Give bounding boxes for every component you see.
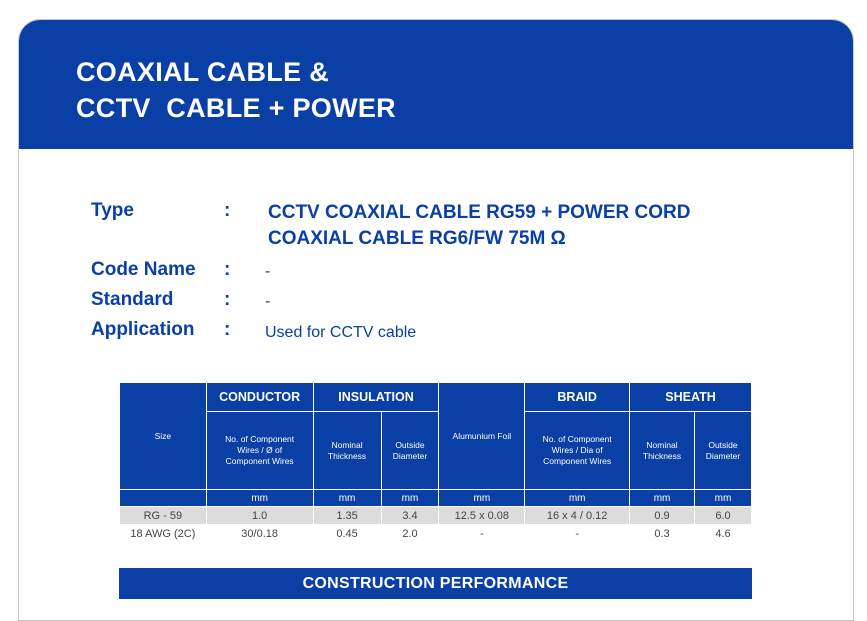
table-cell: 0.9 [629,506,695,525]
product-card: COAXIAL CABLE & CCTV CABLE + POWER Type … [18,19,854,621]
construction-performance-heading: CONSTRUCTION PERFORMANCE [119,568,752,599]
unit-cell: mm [629,489,695,507]
title-line-1: COAXIAL CABLE & [76,57,330,87]
table-row: 18 AWG (2C) 30/0.18 0.45 2.0 - - 0.3 4.6 [119,524,753,543]
unit-cell: mm [312,489,382,507]
table-cell: - [524,524,631,543]
conductor-header: CONDUCTOR [205,382,314,412]
type-value-2: COAXIAL CABLE RG6/FW 75M Ω [268,228,566,249]
application-value: Used for CCTV cable [265,324,417,341]
title-banner: COAXIAL CABLE & CCTV CABLE + POWER [19,20,853,149]
code-name-label: Code Name [91,259,196,280]
sheath-header: SHEATH [629,382,752,412]
application-colon: : [224,319,231,340]
type-label: Type [91,200,134,221]
sheath-thickness-header: Nominal Thickness [629,411,695,490]
table-cell: 12.5 x 0.08 [438,506,526,525]
table-cell: 6.0 [693,506,753,525]
table-cell: 4.6 [693,524,753,543]
table-cell: 30/0.18 [205,524,314,543]
table-cell: 18 AWG (2C) [119,524,207,543]
table-cell: RG - 59 [119,506,207,525]
foil-header: Alumunium Foil [438,382,526,490]
table-cell: - [438,524,526,543]
unit-row: mm mm mm mm mm mm mm [119,489,753,507]
unit-cell [119,489,207,507]
code-name-colon: : [224,259,231,280]
braid-subheader: No. of Component Wires / Dia of Componen… [524,411,631,490]
insulation-thickness-header: Nominal Thickness [312,411,382,490]
application-label: Application [91,319,195,340]
unit-cell: mm [693,489,753,507]
insulation-diameter-header: Outside Diameter [380,411,440,490]
type-value-1: CCTV COAXIAL CABLE RG59 + POWER CORD [268,202,691,223]
table-subheader-row: No. of Component Wires / Ø of Component … [120,411,753,490]
sheath-diameter-header: Outside Diameter [693,411,753,490]
code-name-value: - [265,263,271,280]
insulation-header: INSULATION [312,382,440,412]
unit-cell: mm [205,489,314,507]
table-cell: 0.45 [312,524,382,543]
standard-colon: : [224,289,231,310]
table-row: RG - 59 1.0 1.35 3.4 12.5 x 0.08 16 x 4 … [119,506,753,525]
table-cell: 0.3 [629,524,695,543]
braid-header: BRAID [524,382,631,412]
table-cell: 3.4 [380,506,440,525]
unit-cell: mm [380,489,440,507]
table-header-row: Size CONDUCTOR INSULATION Alumunium Foil… [119,382,752,490]
unit-cell: mm [438,489,526,507]
page-title: COAXIAL CABLE & CCTV CABLE + POWER [76,54,396,126]
standard-value: - [265,293,271,310]
spec-table: Size CONDUCTOR INSULATION Alumunium Foil… [119,382,753,543]
type-colon: : [224,200,231,221]
table-cell: 16 x 4 / 0.12 [524,506,631,525]
table-cell: 1.35 [312,506,382,525]
size-header: Size [119,382,207,490]
table-cell: 1.0 [205,506,314,525]
title-line-2: CCTV CABLE + POWER [76,93,396,123]
table-cell: 2.0 [380,524,440,543]
unit-cell: mm [524,489,631,507]
standard-label: Standard [91,289,174,310]
conductor-subheader: No. of Component Wires / Ø of Component … [205,411,314,490]
